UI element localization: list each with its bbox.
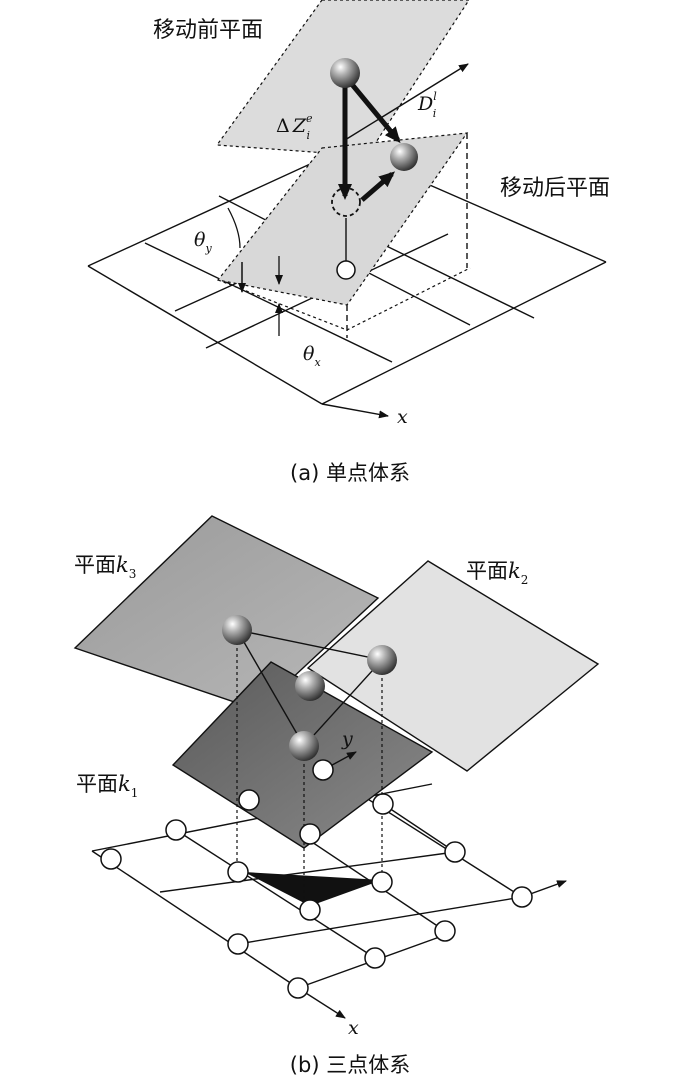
panel-a: x 移 (87, 0, 610, 485)
lattice-node (511, 886, 533, 908)
plane-k2-label: 平面k2 (466, 559, 528, 587)
ball-b-2 (367, 645, 397, 675)
theta-y-dimension (227, 207, 246, 293)
lattice-node (238, 789, 260, 811)
plane-k1-label: 平面k1 (76, 772, 138, 800)
x-axis-label-a: x (397, 406, 408, 428)
theta-x-label: θx (303, 343, 321, 369)
ground-triangle (244, 872, 382, 906)
grid-line-inner-1 (144, 242, 393, 363)
reference-arrow-line (344, 63, 469, 141)
lattice-node (434, 920, 456, 942)
lattice-node (100, 848, 122, 870)
ball-end (390, 143, 418, 171)
lattice-node (444, 841, 466, 863)
target-position-circle (331, 187, 361, 217)
lattice-node (299, 899, 321, 921)
plane-after-label: 移动后平面 (500, 176, 610, 201)
lattice-node (227, 933, 249, 955)
ball-b-3 (295, 671, 325, 701)
lattice-node (312, 759, 334, 781)
ball-b-4 (289, 731, 319, 761)
d-arrow (348, 80, 401, 144)
ball-b-1 (222, 615, 252, 645)
lattice-node (299, 823, 321, 845)
ground-node-a (336, 260, 356, 280)
plane-before-label: 移动前平面 (153, 18, 263, 43)
lattice-node (372, 793, 394, 815)
y-axis-label-b: y (341, 728, 353, 750)
x-axis-a (321, 403, 389, 419)
lattice-node (227, 861, 249, 883)
ball-start (330, 58, 360, 88)
lattice-node (371, 871, 393, 893)
theta-y-label: θy (194, 229, 212, 255)
plane-k2 (306, 560, 600, 772)
lattice-nodes (100, 759, 533, 999)
lattice-node (364, 947, 386, 969)
caption-b: (b) 三点体系 (290, 1053, 410, 1077)
panel-b: x y (73, 515, 600, 1077)
shift-arrow (360, 171, 396, 202)
x-axis-label-b: x (348, 1017, 359, 1039)
lattice-node (165, 819, 187, 841)
ball-connector (236, 629, 384, 748)
lattice-node (287, 977, 309, 999)
plane-k3-label: 平面k3 (74, 553, 136, 581)
caption-a: (a) 单点体系 (290, 461, 410, 485)
